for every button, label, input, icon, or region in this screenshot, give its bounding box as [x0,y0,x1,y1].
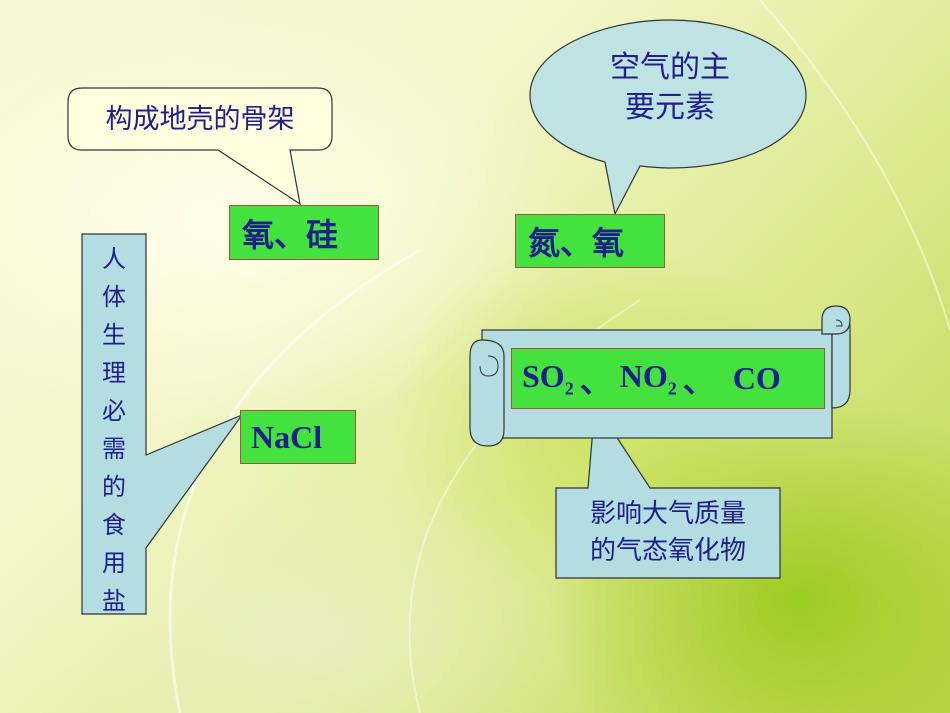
callout-body-char: 生 [102,321,126,349]
light-arc [168,248,421,713]
callout-body-char: 盐 [102,587,126,615]
so2-formula: SO2 [522,357,574,399]
callout-body-char: 体 [102,283,126,311]
co-formula: CO [732,360,781,396]
callout-air-line2: 要元素 [625,90,715,125]
callout-pollutants-text: 影响大气质量 的气态氧化物 [556,496,780,570]
callout-crust-shape [67,87,333,206]
callout-air-text: 空气的主 要元素 [560,48,780,128]
nacl-box: NaCl [240,410,356,464]
separator: 、 [579,362,612,399]
callout-crust-text: 构成地壳的骨架 [105,104,295,135]
callout-body-char: 的 [102,473,126,501]
oxygen-silicon-box: 氧、硅 [229,205,379,260]
callout-body-char: 需 [102,435,126,463]
callout-body-shape [81,233,244,615]
oxygen-silicon-label: 氧、硅 [242,215,339,254]
callout-air-line1: 空气的主 [610,50,730,85]
nacl-label: NaCl [251,418,323,455]
callout-body-char: 必 [102,397,126,425]
gases-box: SO2 、 NO2 、 CO [511,348,825,409]
separator: 、 [682,362,715,399]
callout-pollutants-shape [555,402,781,579]
callout-body-char: 食 [102,511,126,539]
light-arc [759,0,950,331]
callout-air-shape [529,19,807,216]
callout-body-char: 理 [102,359,126,387]
callout-body-text: 人 体 生 理 必 需 的 食 用 盐 [82,240,146,620]
callout-pollutants-line1: 影响大气质量 [589,499,746,529]
nitrogen-oxygen-label: 氮、氧 [528,224,625,262]
callout-body-char: 用 [102,549,126,577]
callout-body-char: 人 [102,245,126,273]
no2-formula: NO2 [619,357,677,399]
callout-pollutants-line2: 的气态氧化物 [589,536,746,566]
nitrogen-oxygen-box: 氮、氧 [515,214,665,268]
